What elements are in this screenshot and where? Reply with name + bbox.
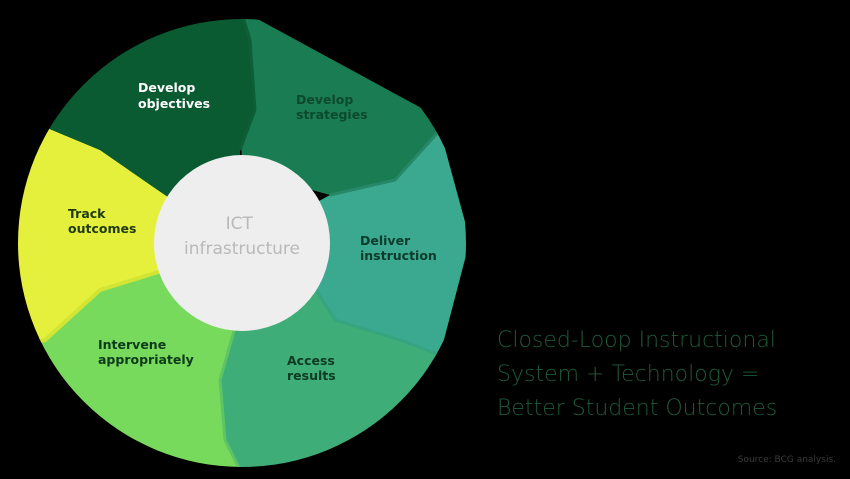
label-intervene-appropriately: Intervene appropriately xyxy=(98,337,194,367)
label-develop-objectives: Develop objectives xyxy=(138,80,210,111)
headline-line3: Better Student Outcomes xyxy=(497,396,778,421)
headline-line1: Closed-Loop Instructional xyxy=(497,328,776,353)
label-track-outcomes: Track outcomes xyxy=(68,206,136,236)
source-note: Source: BCG analysis. xyxy=(737,455,836,465)
headline-line2: System + Technology = xyxy=(497,362,760,387)
divider-develop xyxy=(238,19,257,151)
headline: Closed-Loop Instructional System + Techn… xyxy=(497,324,837,426)
hub-label-line1: ICT xyxy=(226,214,254,234)
divider-access xyxy=(308,279,441,357)
divider-intervene xyxy=(218,309,242,467)
label-develop-strategies: Develop strategies xyxy=(296,92,368,122)
label-access-results: Access results xyxy=(287,353,339,383)
label-deliver-instruction: Deliver instruction xyxy=(360,233,437,263)
segment-track-outcomes xyxy=(18,110,242,350)
svg-text:ICT infrastructure: ICT infrastructure xyxy=(184,214,300,259)
segment-deliver-instruction xyxy=(242,130,466,355)
hub-label-line2: infrastructure xyxy=(184,239,300,259)
hub-circle xyxy=(154,155,330,331)
divider-deliver xyxy=(329,128,442,197)
